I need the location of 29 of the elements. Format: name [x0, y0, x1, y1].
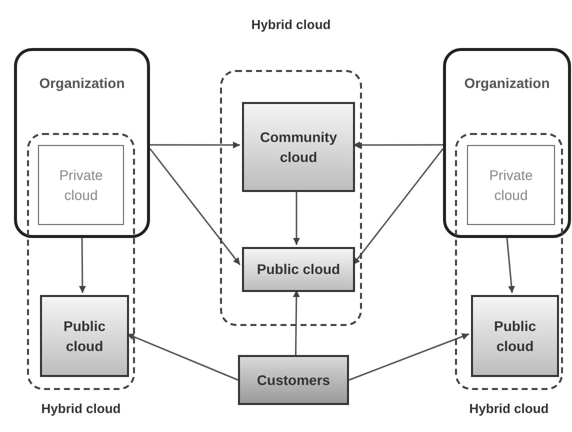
- cloud-box: [242, 102, 355, 192]
- box-label: Private cloud: [488, 166, 534, 205]
- arrow: [292, 290, 300, 356]
- arrow: [149, 148, 241, 266]
- region-label: Hybrid cloud: [468, 401, 550, 416]
- box-label: Community cloud: [259, 128, 338, 167]
- box-heading: Organization: [39, 74, 125, 93]
- box-label: Customers: [256, 370, 330, 390]
- cloud-box: [40, 295, 129, 377]
- arrow: [353, 142, 443, 148]
- arrow: [78, 238, 86, 293]
- arrow: [506, 238, 515, 294]
- region-label: Hybrid cloud: [40, 401, 122, 416]
- organization-box: [443, 48, 571, 238]
- arrow: [348, 333, 470, 381]
- box-label: Private cloud: [58, 166, 104, 205]
- region-label: Hybrid cloud: [250, 17, 332, 32]
- organization-box: [14, 48, 150, 238]
- box-label: Public cloud: [492, 316, 537, 356]
- box-label: Public cloud: [256, 260, 340, 280]
- arrow: [150, 142, 240, 148]
- box-label: Public cloud: [62, 316, 106, 356]
- private-cloud-box: [38, 145, 124, 225]
- customers-box: [238, 355, 349, 405]
- box-heading: Organization: [464, 74, 550, 93]
- arrow: [293, 190, 300, 245]
- private-cloud-box: [467, 145, 555, 225]
- cloud-box: [471, 295, 559, 377]
- cloud-box: [242, 247, 355, 292]
